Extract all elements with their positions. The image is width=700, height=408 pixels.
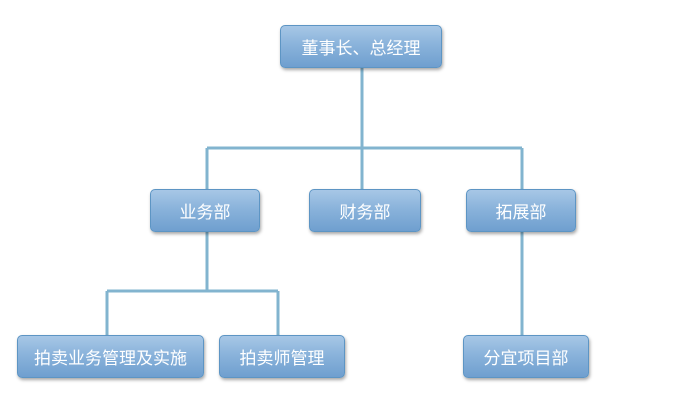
business-department-node[interactable]: 业务部 <box>150 189 260 232</box>
auction-management-label: 拍卖业务管理及实施 <box>34 349 187 369</box>
auctioneer-management-label: 拍卖师管理 <box>239 349 325 369</box>
auctioneer-management-node[interactable]: 拍卖师管理 <box>219 335 345 378</box>
business-department-label: 业务部 <box>179 203 231 223</box>
finance-department-node[interactable]: 财务部 <box>309 189 421 232</box>
expansion-department-node[interactable]: 拓展部 <box>466 189 576 232</box>
chairman-node[interactable]: 董事长、总经理 <box>280 25 442 68</box>
project-department-label: 分宜项目部 <box>483 349 569 369</box>
finance-department-label: 财务部 <box>339 203 391 223</box>
auction-management-node[interactable]: 拍卖业务管理及实施 <box>17 335 204 378</box>
project-department-node[interactable]: 分宜项目部 <box>463 335 589 378</box>
expansion-department-label: 拓展部 <box>495 203 547 223</box>
chairman-label: 董事长、总经理 <box>301 39 421 59</box>
